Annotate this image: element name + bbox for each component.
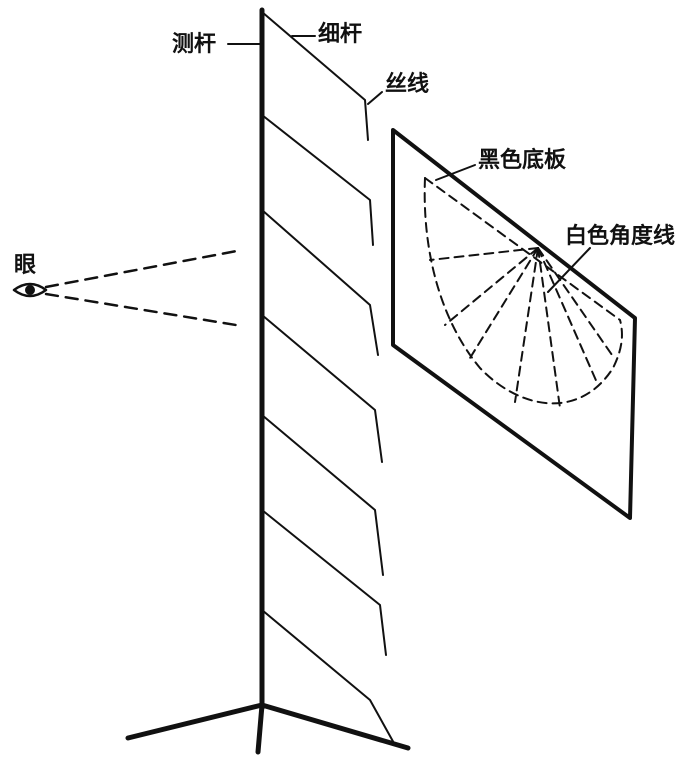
label-white-angle-lines: 白色角度线	[565, 224, 676, 249]
tripod-base	[125, 702, 411, 755]
angle-lines	[423, 177, 623, 409]
label-silk-thread: 丝线	[385, 72, 430, 97]
thin-rod	[261, 114, 374, 246]
label-thin-rod: 细杆	[318, 22, 363, 47]
thin-rod-set	[261, 11, 396, 746]
label-eye: 眼	[14, 253, 37, 278]
label-measuring-rod: 测杆	[172, 32, 217, 57]
leader-lines	[227, 35, 591, 293]
thin-rod	[261, 11, 369, 141]
black-board	[391, 128, 637, 520]
sight-lines	[44, 248, 244, 328]
thin-rod	[261, 609, 396, 746]
thin-rod	[261, 314, 383, 463]
thin-rod	[261, 509, 387, 656]
thin-rod	[261, 414, 384, 576]
label-black-board: 黑色底板	[478, 148, 567, 173]
eye-icon	[12, 282, 48, 298]
thin-rod	[261, 209, 379, 356]
